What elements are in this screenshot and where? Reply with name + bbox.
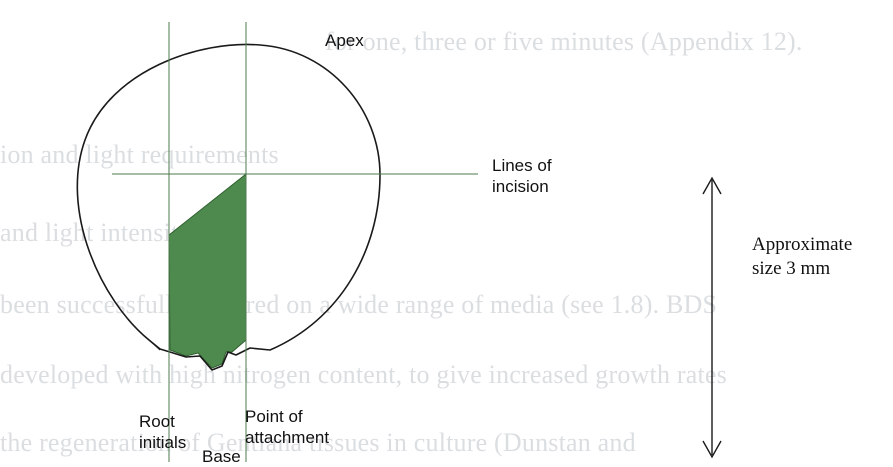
base-label: Base <box>202 447 241 466</box>
root-initials-pointer <box>148 339 161 351</box>
point-of-attachment-label: Point of attachment <box>245 406 329 448</box>
approximate-size-line2: size 3 mm <box>752 258 831 279</box>
point-of-attachment-line2: attachment <box>245 428 330 447</box>
background-text-line: and light intensity <box>0 218 192 247</box>
lines-of-incision-line2: incision <box>492 177 549 196</box>
apex-label: Apex <box>325 31 364 50</box>
size-arrow-head-bottom <box>702 440 722 459</box>
tissue-section <box>168 172 247 369</box>
root-initials-label: Root initials <box>139 411 186 453</box>
background-text-line: ion and light requirements <box>0 140 279 169</box>
point-of-attachment-line1: Point of <box>245 407 303 426</box>
lines-of-incision-label: Lines of incision <box>492 155 552 197</box>
background-text-line: been successfully cultured on a wide ran… <box>0 290 718 319</box>
background-text-line: developed with high nitrogen content, to… <box>0 360 727 389</box>
background-text-line: for one, three or five minutes (Appendix… <box>325 27 803 56</box>
approximate-size-label: Approximate size 3 mm <box>752 233 852 281</box>
size-arrow-head-top <box>702 176 722 195</box>
background-text-line: the regeneration of Gentiana tissues in … <box>0 428 636 457</box>
explant-outline <box>76 43 381 371</box>
root-initials-line1: Root <box>139 412 175 431</box>
root-initials-line2: initials <box>139 433 187 452</box>
lines-of-incision-line1: Lines of <box>492 156 552 175</box>
approximate-size-line1: Approximate <box>752 234 853 255</box>
